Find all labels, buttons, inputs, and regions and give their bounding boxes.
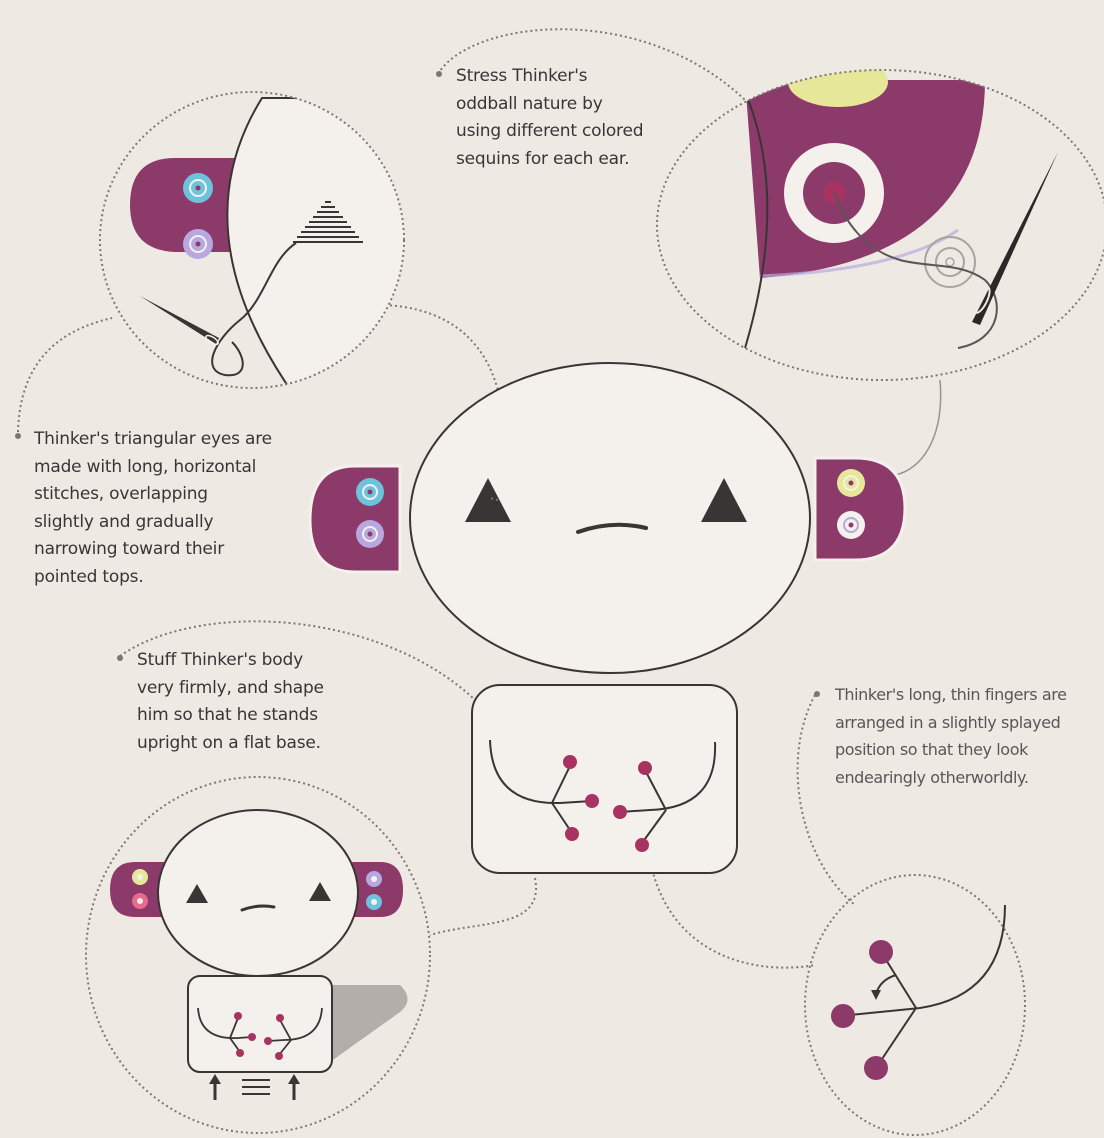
thinker-head	[310, 363, 905, 673]
ear-left	[310, 466, 400, 572]
mini-body	[188, 976, 332, 1072]
sequin-yellow	[788, 57, 888, 107]
detail-sequin-stitch	[650, 57, 1104, 385]
up-arrow-icon	[288, 1074, 300, 1100]
note-sequins: Stress Thinker's oddball nature by using…	[456, 63, 643, 173]
leader-body-bottom	[430, 878, 536, 935]
body-rect	[472, 685, 737, 873]
thinker-body	[472, 685, 737, 873]
equals-icon	[242, 1080, 270, 1094]
figure-shadow	[328, 985, 408, 1062]
mini-head	[158, 810, 358, 976]
note-body: Stuff Thinker's body very firmly, and sh…	[137, 647, 324, 757]
detail-full-figure	[86, 777, 430, 1133]
detail-eye-stitch	[100, 90, 420, 400]
finger-dots-closeup	[831, 940, 893, 1080]
leader-eyes	[18, 318, 112, 432]
detail-fingers	[805, 875, 1025, 1135]
leader-ear-line	[895, 380, 941, 475]
note-eyes: Thinker's triangular eyes are made with …	[34, 426, 272, 591]
leader-hand-bottom	[650, 860, 815, 968]
up-arrow-icon	[209, 1074, 221, 1100]
note-fingers: Thinker's long, thin fingers are arrange…	[835, 681, 1067, 791]
